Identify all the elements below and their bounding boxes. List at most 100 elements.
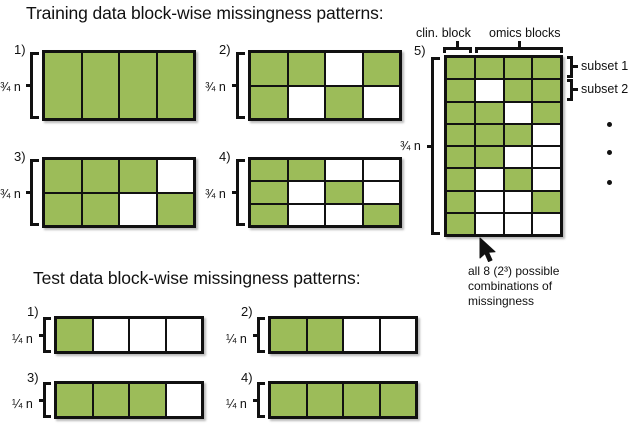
cell-observed[interactable] xyxy=(362,203,400,226)
cell-observed[interactable] xyxy=(532,101,561,124)
cell-observed[interactable] xyxy=(119,52,157,119)
cell-observed[interactable] xyxy=(532,190,561,213)
ellipsis-dot xyxy=(607,180,612,185)
cell-missing[interactable] xyxy=(325,52,363,86)
cell-missing[interactable] xyxy=(532,146,561,169)
training-section-title: Training data block-wise missingness pat… xyxy=(26,3,384,23)
cell-observed[interactable] xyxy=(474,57,504,80)
cell-observed[interactable] xyxy=(156,192,194,226)
pattern-grid[interactable] xyxy=(42,50,196,121)
cell-missing[interactable] xyxy=(532,123,561,146)
cell-missing[interactable] xyxy=(165,383,202,417)
cell-observed[interactable] xyxy=(446,101,475,124)
cell-observed[interactable] xyxy=(343,383,380,417)
cell-missing[interactable] xyxy=(474,168,504,191)
cell-missing[interactable] xyxy=(325,203,363,226)
cell-observed[interactable] xyxy=(156,52,194,119)
cell-observed[interactable] xyxy=(81,159,119,193)
cell-observed[interactable] xyxy=(503,168,533,191)
cell-observed[interactable] xyxy=(306,318,343,352)
cell-observed[interactable] xyxy=(44,52,82,119)
cell-observed[interactable] xyxy=(287,159,325,182)
cell-missing[interactable] xyxy=(156,159,194,193)
pattern-grid[interactable] xyxy=(444,55,563,237)
pattern-grid[interactable] xyxy=(54,381,204,419)
cell-observed[interactable] xyxy=(250,159,288,182)
pattern-n-label: ¾ n xyxy=(0,187,21,201)
cell-observed[interactable] xyxy=(92,383,129,417)
cell-observed[interactable] xyxy=(56,383,93,417)
cell-observed[interactable] xyxy=(56,318,93,352)
cell-observed[interactable] xyxy=(250,52,288,86)
cell-observed[interactable] xyxy=(270,383,307,417)
cell-missing[interactable] xyxy=(362,181,400,204)
cell-observed[interactable] xyxy=(446,79,475,102)
cell-missing[interactable] xyxy=(287,181,325,204)
cell-observed[interactable] xyxy=(379,383,416,417)
cell-observed[interactable] xyxy=(44,159,82,193)
cell-observed[interactable] xyxy=(503,57,533,80)
cell-observed[interactable] xyxy=(503,123,533,146)
cell-observed[interactable] xyxy=(474,123,504,146)
cell-observed[interactable] xyxy=(250,203,288,226)
cell-observed[interactable] xyxy=(446,212,475,235)
cell-missing[interactable] xyxy=(343,318,380,352)
cell-missing[interactable] xyxy=(287,203,325,226)
cell-missing[interactable] xyxy=(503,101,533,124)
cell-observed[interactable] xyxy=(325,85,363,119)
cell-missing[interactable] xyxy=(503,212,533,235)
cell-observed[interactable] xyxy=(474,101,504,124)
cell-observed[interactable] xyxy=(81,192,119,226)
pattern-grid[interactable] xyxy=(248,50,402,121)
caption-line-1: all 8 (2³) possible xyxy=(468,264,560,278)
clin-block-bracket xyxy=(443,47,472,53)
cell-observed[interactable] xyxy=(532,79,561,102)
cell-missing[interactable] xyxy=(379,318,416,352)
cell-observed[interactable] xyxy=(287,52,325,86)
pattern-grid[interactable] xyxy=(268,316,418,354)
cell-missing[interactable] xyxy=(503,190,533,213)
cell-missing[interactable] xyxy=(474,212,504,235)
pattern-grid-row xyxy=(446,101,561,124)
cell-missing[interactable] xyxy=(474,190,504,213)
cell-observed[interactable] xyxy=(250,181,288,204)
cell-missing[interactable] xyxy=(474,79,504,102)
cell-missing[interactable] xyxy=(92,318,129,352)
cell-observed[interactable] xyxy=(446,123,475,146)
cell-observed[interactable] xyxy=(474,146,504,169)
cell-missing[interactable] xyxy=(532,212,561,235)
pattern-grid[interactable] xyxy=(42,157,196,228)
pattern-grid-row xyxy=(446,212,561,235)
cell-missing[interactable] xyxy=(325,159,363,182)
clin-block-stem xyxy=(456,41,459,48)
cell-observed[interactable] xyxy=(446,168,475,191)
cell-observed[interactable] xyxy=(119,159,157,193)
cell-missing[interactable] xyxy=(119,192,157,226)
cell-missing[interactable] xyxy=(532,168,561,191)
cell-observed[interactable] xyxy=(325,181,363,204)
pattern-grid-row xyxy=(250,203,400,226)
cell-missing[interactable] xyxy=(362,159,400,182)
cell-observed[interactable] xyxy=(362,52,400,86)
cell-missing[interactable] xyxy=(287,85,325,119)
cell-observed[interactable] xyxy=(446,190,475,213)
cell-missing[interactable] xyxy=(362,85,400,119)
omics-blocks-label: omics blocks xyxy=(489,26,561,40)
cell-observed[interactable] xyxy=(270,318,307,352)
cell-observed[interactable] xyxy=(250,85,288,119)
cell-missing[interactable] xyxy=(503,146,533,169)
cell-observed[interactable] xyxy=(532,57,561,80)
pattern-grid[interactable] xyxy=(54,316,204,354)
cell-observed[interactable] xyxy=(129,383,166,417)
cell-observed[interactable] xyxy=(306,383,343,417)
cell-missing[interactable] xyxy=(129,318,166,352)
cell-missing[interactable] xyxy=(165,318,202,352)
cell-observed[interactable] xyxy=(446,146,475,169)
cell-observed[interactable] xyxy=(446,57,475,80)
cell-observed[interactable] xyxy=(44,192,82,226)
pattern-grid-row xyxy=(446,57,561,80)
cell-observed[interactable] xyxy=(81,52,119,119)
pattern-grid[interactable] xyxy=(268,381,418,419)
cell-observed[interactable] xyxy=(503,79,533,102)
pattern-grid[interactable] xyxy=(248,157,402,228)
